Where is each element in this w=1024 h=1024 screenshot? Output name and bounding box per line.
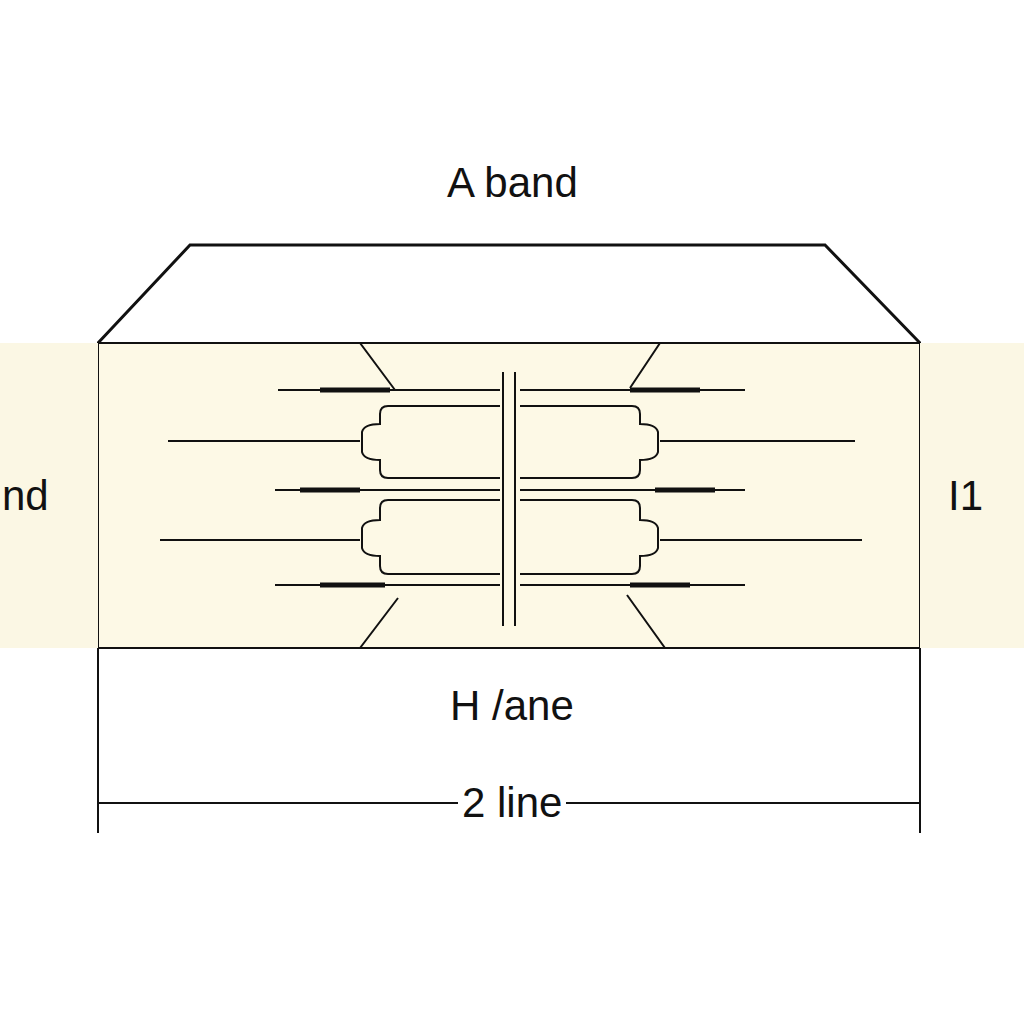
region-label: A band (443, 162, 582, 204)
band-label: I1 (948, 475, 983, 517)
dimension-lines (98, 648, 920, 833)
region-label: H /ane (446, 685, 578, 727)
a-band-bracket (98, 245, 920, 343)
i-band: nd (0, 343, 98, 648)
cross-bridge-blocks (362, 406, 658, 574)
dimension-label: 2 line (458, 782, 566, 824)
m-line (503, 372, 515, 626)
thin-filaments (160, 390, 862, 585)
thick-filament-outline (98, 343, 920, 648)
i-band: I1 (920, 343, 1024, 648)
a-band-region (98, 343, 920, 648)
filament-tips (300, 390, 715, 585)
band-label: nd (2, 475, 49, 517)
